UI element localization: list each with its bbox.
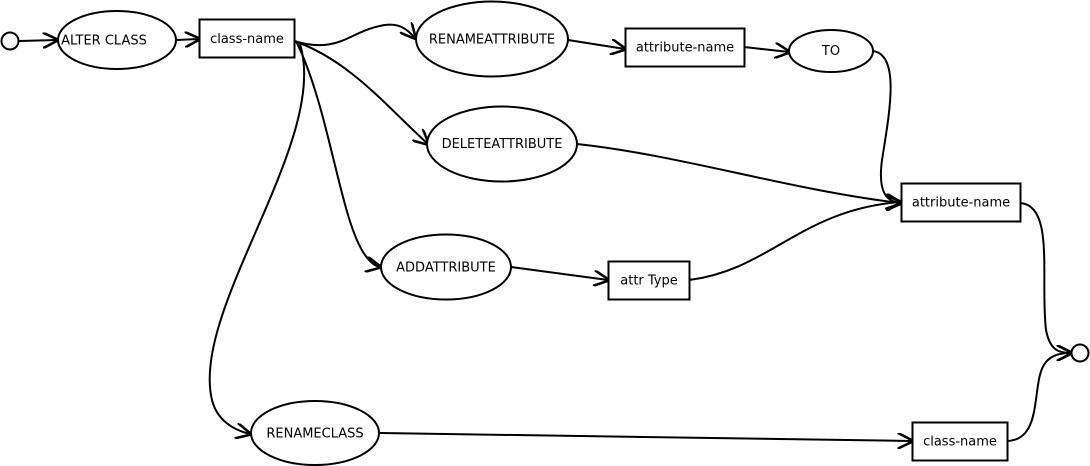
node-label: TO xyxy=(821,44,840,59)
node-label: class-name xyxy=(210,32,284,47)
edges xyxy=(18,25,1071,442)
edge-class-name-to-deleteattribute xyxy=(293,40,428,144)
node-label: attribute-name xyxy=(912,196,1010,211)
node-alter-class: ALTER CLASS xyxy=(57,10,177,70)
node-label: ADDATTRIBUTE xyxy=(396,261,496,276)
node-label: attribute-name xyxy=(636,41,734,56)
node-renameattribute: RENAMEATTRIBUTE xyxy=(415,0,569,78)
end-terminal xyxy=(1070,343,1090,363)
edge-renameclass-to-class-name xyxy=(378,432,912,441)
node-label: class-name xyxy=(923,435,997,450)
node-attr-type: attr Type xyxy=(607,260,691,301)
node-label: RENAMEATTRIBUTE xyxy=(429,33,555,48)
node-label: RENAMECLASS xyxy=(266,427,363,442)
edge-attr-type-to-attribute-name xyxy=(688,202,900,281)
node-attribute-name-1: attribute-name xyxy=(624,27,746,68)
node-class-name-2: class-name xyxy=(911,421,1009,462)
node-label: attr Type xyxy=(620,274,678,289)
node-to: TO xyxy=(788,29,874,73)
node-attribute-name-2: attribute-name xyxy=(900,182,1022,223)
node-class-name-1: class-name xyxy=(198,18,296,59)
edge-class-name-to-renameclass xyxy=(208,43,306,434)
start-terminal xyxy=(0,31,20,51)
edge-class-name-to-renameattribute xyxy=(293,25,415,47)
node-deleteattribute: DELETEATTRIBUTE xyxy=(426,105,578,183)
edge-start-to-alter-class xyxy=(18,40,57,41)
node-renameclass: RENAMECLASS xyxy=(250,400,380,466)
node-label: ALTER CLASS xyxy=(61,34,147,49)
edge-to-to-attribute-name xyxy=(872,50,901,203)
edge-renameattribute-to-attribute-name xyxy=(567,40,625,49)
edge-attribute-name-to-end xyxy=(1019,202,1071,353)
edge-class-name-to-addattribute xyxy=(295,40,380,267)
edge-alter-class-to-class-name xyxy=(175,39,199,40)
node-addattribute: ADDATTRIBUTE xyxy=(380,233,512,301)
node-label: DELETEATTRIBUTE xyxy=(442,137,563,152)
edge-attribute-name-to-to xyxy=(743,47,789,52)
edge-deleteattribute-to-attribute-name xyxy=(576,143,900,203)
edge-addattribute-to-attr-type xyxy=(510,266,608,280)
edge-class-name-to-end xyxy=(1006,353,1071,442)
